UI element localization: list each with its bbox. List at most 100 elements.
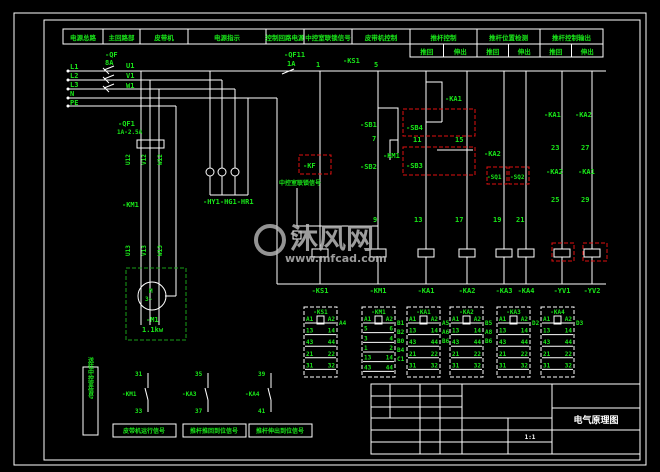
node-19: 19	[493, 216, 501, 224]
contact-sq1: -SQ1	[487, 174, 502, 181]
relay-terminal: A2	[431, 316, 439, 323]
relay-terminal: A2	[386, 316, 394, 323]
header-col-0: 电源总路	[70, 33, 97, 42]
relay-terminal: 2	[389, 345, 393, 352]
node-7: 7	[372, 135, 376, 143]
node-17: 17	[455, 216, 463, 224]
relay-terminal: A1	[364, 316, 372, 323]
header-group-2-sub-0: 推回	[549, 47, 563, 56]
node-25: 25	[551, 196, 559, 204]
relay-terminal: 43	[452, 339, 460, 346]
relay-terminal: 13	[543, 328, 551, 335]
coil-label-0: -KS1	[312, 287, 329, 295]
sb3-highlight	[402, 146, 476, 176]
header-col-2: 皮带机	[154, 33, 174, 42]
relay-terminal: 44	[521, 339, 529, 346]
motor-enclosure	[125, 267, 187, 341]
line-n-label: N	[70, 90, 74, 98]
relay-terminal: A1	[543, 316, 551, 323]
node-13: 13	[414, 216, 422, 224]
header-col-5: 中控室联锁信号	[305, 33, 351, 42]
motor-symbol-label: M	[149, 288, 153, 295]
node-27: 27	[581, 144, 589, 152]
coil-4	[495, 248, 513, 258]
relay-ref: A5	[442, 320, 450, 327]
wire-u12: U12	[125, 154, 132, 165]
wire-w12: W12	[157, 154, 164, 165]
line-l1-label: L1	[70, 63, 78, 71]
relay-id: -KA1	[416, 309, 431, 316]
wire-v12: V12	[141, 154, 148, 165]
relay-terminal: 44	[328, 339, 336, 346]
coil-0	[311, 248, 329, 258]
relay-terminal: 6	[389, 326, 393, 333]
signal-contact: -KA4	[245, 391, 260, 398]
drawing-title: 电气原理图	[573, 414, 618, 426]
relay-terminal: 22	[328, 351, 336, 358]
relay-ref: B6	[442, 338, 450, 345]
node-9: 9	[373, 216, 377, 224]
coil-2	[417, 248, 435, 258]
phase-u1: U1	[126, 62, 134, 70]
relay-terminal: 14	[474, 328, 482, 335]
relay-id: -KA3	[506, 309, 521, 316]
signal-contact: -KA3	[182, 391, 197, 398]
relay-terminal: 44	[431, 339, 439, 346]
coil-1	[369, 248, 387, 258]
wire-u13: U13	[125, 245, 132, 256]
motor-breaker-id: -QF1	[118, 120, 135, 128]
relay-terminal: 31	[452, 362, 460, 369]
relay-terminal: 22	[565, 351, 573, 358]
header-group-1-sub-0: 推回	[486, 47, 500, 56]
contact-sb3: -SB3	[406, 162, 423, 170]
node-21: 21	[516, 216, 524, 224]
relay-terminal: 13	[499, 328, 507, 335]
relay-ref: D2	[532, 320, 540, 327]
watermark-brand: 沐风网	[290, 222, 374, 255]
signal-bottom-node: 41	[258, 408, 266, 415]
yv2-highlight	[582, 242, 608, 262]
control-breaker-rating: 1A	[287, 60, 296, 68]
relay-terminal: 31	[306, 362, 314, 369]
contact-ka1-yv2: -KA1	[578, 168, 595, 176]
motor-phase-label: 3~	[145, 296, 153, 303]
signal-label-box	[182, 423, 247, 438]
relay-terminal: 43	[364, 364, 372, 371]
phase-v1: V1	[126, 72, 134, 80]
contact-ka1-yv1: -KA1	[544, 111, 561, 119]
relay-terminal: 14	[386, 355, 394, 362]
relay-terminal: A1	[452, 316, 460, 323]
node-11: 11	[413, 136, 421, 144]
header-group-0-sub-1: 伸出	[453, 47, 467, 56]
relay-terminal: 44	[565, 339, 573, 346]
relay-terminal: 43	[543, 339, 551, 346]
coil-label-7: -YV2	[584, 287, 601, 295]
signal-top-node: 35	[195, 371, 203, 378]
contact-ka2-yv2: -KA2	[575, 111, 592, 119]
relay-terminal: 21	[409, 351, 417, 358]
signal-label: 皮带机运行信号	[123, 427, 165, 435]
coil-label-6: -YV1	[554, 287, 571, 295]
relay-terminal: 3	[364, 335, 368, 342]
contact-sb2: -SB2	[360, 163, 377, 171]
phase-w1: W1	[126, 82, 134, 90]
relay-terminal: 14	[328, 328, 336, 335]
relay-ref: B5	[485, 320, 493, 327]
relay-ref: B4	[397, 347, 405, 354]
coil-label-5: -KA4	[518, 287, 535, 295]
contact-ka2-yv1: -KA2	[546, 168, 563, 176]
contact-sb1: -SB1	[360, 121, 377, 129]
sq2-highlight	[508, 166, 530, 185]
coil-3	[458, 248, 476, 258]
signal-label: 推杆推回到位信号	[190, 427, 238, 435]
signal-top-node: 39	[258, 371, 266, 378]
contact-kf: -KF	[303, 162, 316, 170]
relay-terminal: 44	[386, 364, 394, 371]
relay-terminal: A2	[565, 316, 573, 323]
